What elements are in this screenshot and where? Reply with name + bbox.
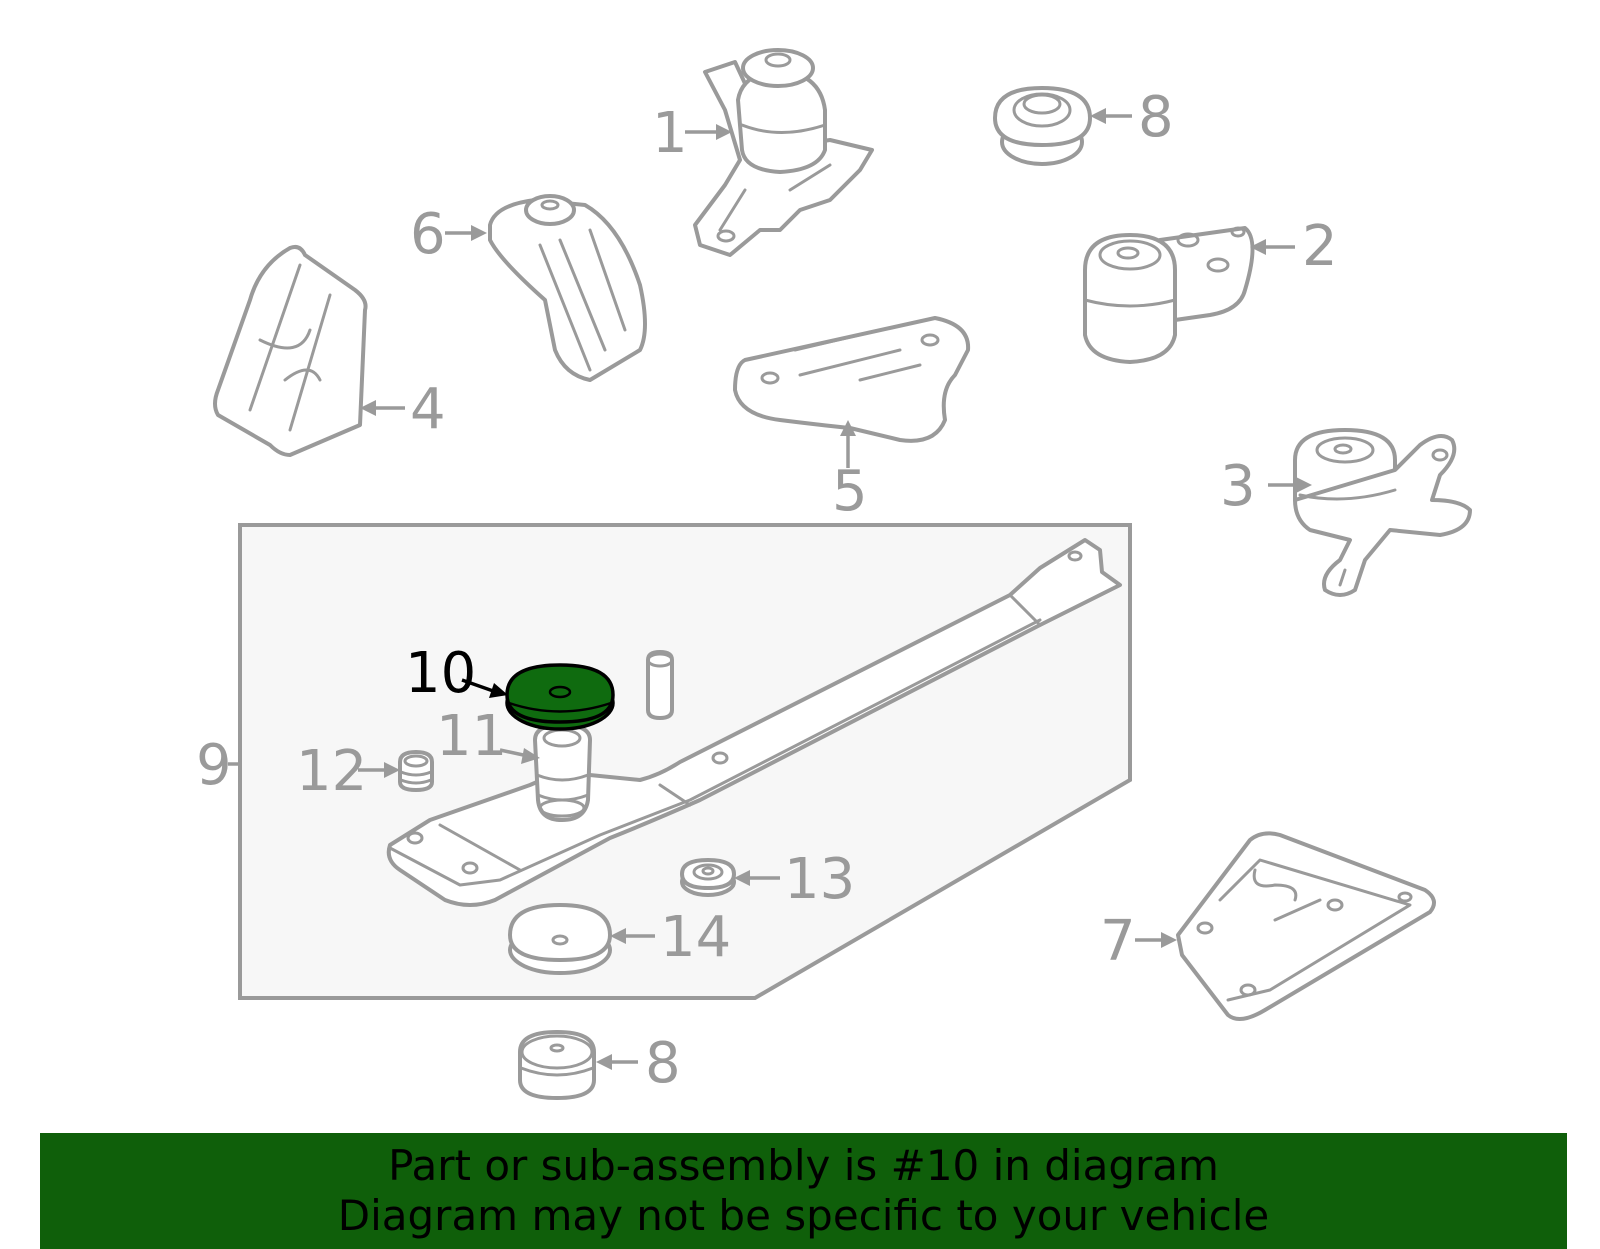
info-banner: Part or sub-assembly is #10 in diagram D… — [40, 1133, 1567, 1249]
callout-6: 6 — [410, 202, 446, 267]
callout-12: 12 — [296, 739, 367, 804]
part-8-top-bushing — [993, 86, 1092, 166]
part-7-plate — [1176, 831, 1436, 1021]
callout-3: 3 — [1220, 454, 1256, 519]
callout-13: 13 — [784, 847, 855, 912]
callout-4: 4 — [410, 377, 446, 442]
part-3-mount — [1293, 428, 1472, 597]
callout-8-bottom: 8 — [645, 1031, 681, 1096]
part-4-bracket — [213, 244, 368, 457]
part-12-nut — [398, 750, 434, 792]
part-6-mount-bracket — [488, 194, 647, 382]
part-2-mount — [1083, 226, 1255, 364]
part-14-pad — [508, 903, 612, 975]
callout-9: 9 — [196, 733, 232, 798]
part-8-bottom-bushing — [518, 1030, 596, 1100]
part-11-insulator — [533, 723, 592, 822]
callout-8-top: 8 — [1138, 85, 1174, 150]
banner-line-2: Diagram may not be specific to your vehi… — [337, 1191, 1270, 1240]
callout-5: 5 — [832, 459, 868, 524]
callout-10: 10 — [405, 641, 476, 706]
callout-7: 7 — [1100, 909, 1136, 974]
part-1-engine-mount — [693, 48, 874, 257]
part-10-highlighted — [505, 663, 615, 731]
callout-1: 1 — [652, 101, 688, 166]
callout-11: 11 — [436, 704, 507, 769]
callout-14: 14 — [660, 905, 731, 970]
part-13-washer — [680, 858, 736, 897]
callout-2: 2 — [1302, 214, 1338, 279]
banner-line-1: Part or sub-assembly is #10 in diagram — [388, 1141, 1219, 1190]
part-pin — [646, 650, 674, 720]
part-5-plate — [733, 316, 971, 443]
